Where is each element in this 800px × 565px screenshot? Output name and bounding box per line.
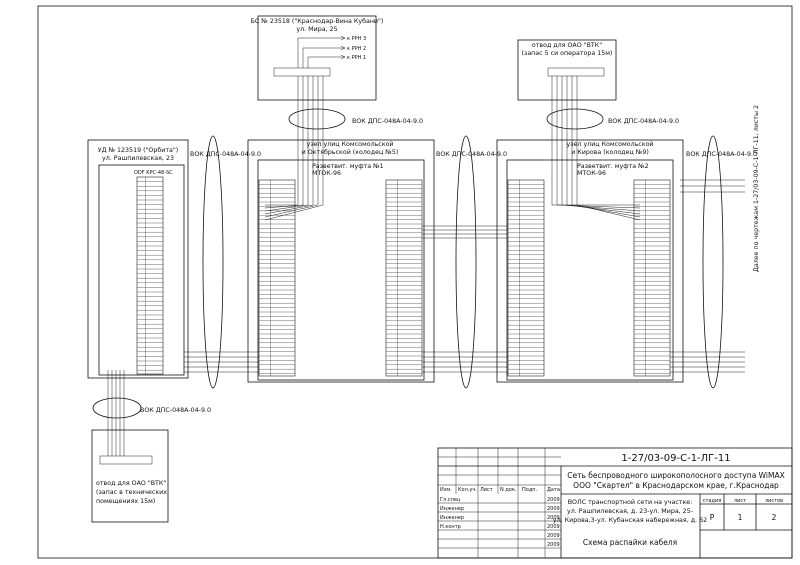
node2-outer-box [496,139,684,383]
bs-feed-arrow [340,35,346,41]
bottom-ots-note1: (запас в технических [96,489,167,496]
ots-title: отвод для ОАО "ВТК" [532,42,602,49]
fibers-ots-branch [566,204,641,215]
stamp-project-1: Сеть беспроводного широкополосного досту… [567,471,785,480]
cable-ellipse-right [702,135,724,389]
stamp-col-kol: Кол.уч. [458,487,477,493]
stamp-col-izm: Изм. [440,487,452,493]
fibers-ots-branch [571,204,641,218]
cable-label-bottom: ВОК ДПС-048А-04-9.0 [140,407,211,414]
stamp-project-2: ООО "Скартел" в Краснодарском крае, г.Кр… [573,481,779,490]
node1-outer-box [247,139,435,383]
stamp-desc-1: ВОЛС транспортной сети на участке: [568,498,693,506]
stamp-code: 1-27/03-09-С-1-ЛГ-11 [621,453,730,464]
bs-box [257,15,377,101]
bs-feed-2: к РРН 2 [347,46,366,52]
stamp-role-2: Инженер [440,506,464,512]
bottom-patch-panel [99,455,153,465]
bs-feed-3: к РРН 3 [347,36,366,42]
node1-inner-box [257,159,425,381]
bs-feed-1: к РРН 1 [347,55,366,61]
ud-outer-box [87,139,189,379]
bs-feed-arrow [340,45,346,51]
muf1-model: МТОК-96 [312,170,341,177]
stamp-desc-2: ул. Рашпилевская, д. 23-ул. Мира, 25- [567,508,693,515]
cable-ellipse-bs [288,108,346,130]
stamp-year-2: 2009 [547,506,560,512]
odf-strip [136,176,164,375]
continuation-note: Далее по чертежам 1-27/03-09-С-1-ЛГ-11, … [753,105,760,272]
muf2-left-strip [507,179,545,377]
generated-lines [107,35,745,456]
stamp-year-4: 2009 [547,524,560,530]
stamp-col-list: Лист [480,487,493,493]
fibers-ots-branch [576,204,641,221]
cable-ellipse-mid [455,135,477,389]
bs-title: БС № 23518 ("Краснодар-Вина Кубани") [251,17,384,25]
stamp-year-5: 2009 [547,533,560,539]
stamp-drawing-title: Схема распайки кабеля [583,538,677,547]
stamp-role-1: Гл.спец [440,497,461,503]
cable-label-left: ВОК ДПС-048А-04-9.0 [190,151,261,158]
cable-label-bs: ВОК ДПС-048А-04-9.0 [352,118,423,125]
node1-well: и Октябрьской (колодец №5) [302,148,399,156]
stamp-year-6: 2009 [547,542,560,548]
cable-ellipse-ots [546,108,604,130]
title-block [437,447,793,559]
node1-title: узел улиц Комсомольской [306,140,393,148]
stamp-sheets-header: листов [765,498,783,504]
muf1-right-strip [385,179,423,377]
stamp-year-1: 2009 [547,497,560,503]
stamp-role-3: Инженер [440,515,464,521]
node2-inner-box [506,159,674,381]
ud-title: УД № 123519 ("Орбита") [98,146,179,154]
fibers-bs-branch [264,204,314,215]
stamp-stage-header: стадия [703,498,721,504]
ud-inner-box [98,164,185,376]
fibers-bs-branch [264,204,324,221]
fibers-bs-branch [264,204,304,209]
stamp-sheet-header: лист [734,498,746,504]
stamp-col-podp: Подп. [522,487,538,493]
stamp-role-4: Н.контр [440,524,461,530]
stamp-sheets-value: 2 [772,513,777,522]
muf1-title: Разветвит. муфта №1 [312,163,384,170]
drawing-frame [37,5,793,559]
node2-well: и Кирова (колодец №9) [571,149,649,156]
ots-note: (запас 5 си оператора 15м) [522,50,613,57]
ud-address: ул. Рашпилевская, 23 [102,155,174,162]
stamp-col-date: Дата [547,487,560,493]
bs-patch-panel [273,67,331,77]
ots-box [517,39,617,101]
stamp-desc-3: ул. Кирова,3-ул. Кубанская набережная, д… [553,516,707,524]
fibers-bs-branch [264,204,319,218]
bs-address: ул. Мира, 25 [296,26,337,33]
bottom-ots-title: отвод для ОАО "ВТК" [96,480,166,487]
cable-label-ots: ВОК ДПС-048А-04-9.0 [608,118,679,125]
muf2-title: Разветвит. муфта №2 [577,163,649,170]
bs-feed-arrow [340,54,346,60]
fibers-bs-branch [264,204,309,212]
stamp-sheet-value: 1 [738,513,743,522]
stamp-stage-value: Р [710,513,715,522]
cable-ellipse-left [202,135,224,389]
muf2-model: МТОК-96 [577,170,606,177]
odf-label: ODF KPC-48-SC [134,170,173,176]
muf2-right-strip [633,179,671,377]
muf1-left-strip [258,179,296,377]
cable-label-mid: ВОК ДПС-048А-04-9.0 [436,151,507,158]
cable-ellipse-bottom [92,397,142,419]
ots-patch-panel [547,67,605,77]
node2-title: узел улиц Комсомольской [566,140,653,148]
stamp-col-ndoc: N док. [500,487,517,493]
stamp-year-3: 2009 [547,515,560,521]
bottom-ots-note2: помещениях 15м) [96,498,155,505]
bottom-ots-box [91,429,169,523]
cable-label-right: ВОК ДПС-048А-04-9.0 [686,151,757,158]
